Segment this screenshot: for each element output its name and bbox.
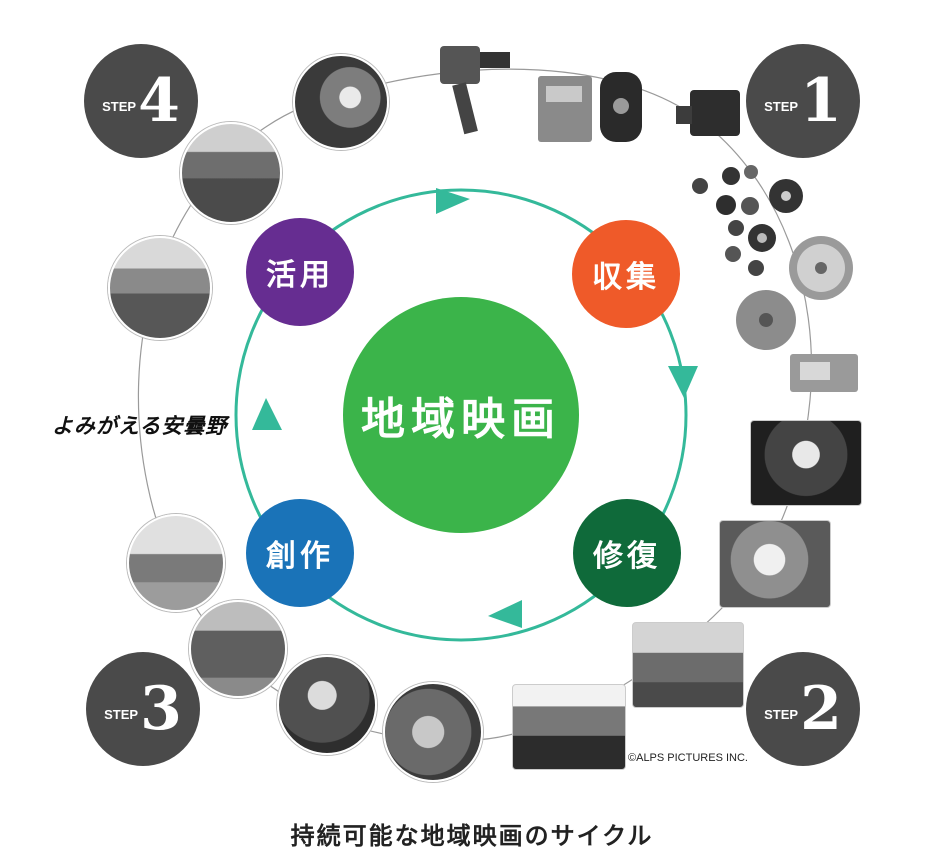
cycle-ring [234, 188, 688, 642]
harmonica-player-photo [383, 682, 483, 782]
phase-restore-label: 修復 [593, 539, 661, 574]
audience-photo-2 [108, 236, 212, 340]
step-2-number: 2 [800, 674, 842, 744]
elderly-couple-photo [277, 655, 377, 755]
film-reels-icon [692, 165, 853, 350]
film-editor-icon [790, 354, 858, 392]
movie-camera-icon [440, 46, 510, 135]
step-3-label: STEP [104, 706, 139, 722]
diagram-caption: 持続可能な地域映画のサイクル [290, 822, 654, 850]
phase-create: 創作 [246, 499, 354, 607]
film-still-crowd [512, 684, 626, 770]
step-1-label: STEP [764, 98, 799, 114]
film-still-field [632, 622, 744, 708]
center-circle: 地域映画 [343, 297, 579, 533]
cycle-arrow-top [436, 188, 470, 214]
step-2-badge: STEP 2 [746, 652, 860, 766]
step-1-number: 1 [800, 66, 842, 136]
phase-utilize-label: 活用 [266, 258, 334, 293]
step-1-badge: STEP 1 [746, 44, 860, 158]
step-4-label: STEP [102, 98, 137, 114]
film-spool-icon [600, 72, 642, 142]
phase-collect: 収集 [572, 220, 680, 328]
film-still-laughing [719, 520, 831, 608]
step-3-badge: STEP 3 [86, 652, 200, 766]
dance-practice-photo [127, 514, 225, 612]
brand-title: よみがえる安曇野 [52, 413, 228, 438]
cycle-arrow-left [252, 398, 282, 430]
phase-create-label: 創作 [266, 539, 334, 574]
step-4-badge: STEP 4 [84, 44, 198, 158]
cycle-arrow-right [668, 366, 698, 398]
copyright-credit: ©ALPS PICTURES INC. [628, 752, 748, 764]
center-label: 地域映画 [361, 394, 561, 445]
phase-collect-label: 収集 [592, 260, 660, 295]
screening-room-photo [293, 54, 389, 150]
audience-photo-1 [180, 122, 282, 224]
phase-utilize: 活用 [246, 218, 354, 326]
step-3-number: 3 [140, 674, 182, 744]
cycle-arrow-bottom [488, 600, 522, 628]
step-2-label: STEP [764, 706, 799, 722]
step-4-number: 4 [138, 66, 180, 136]
film-still-dancer [750, 420, 862, 506]
projector-icon [676, 90, 740, 136]
group-photo [189, 600, 287, 698]
film-cartridge-icon [538, 76, 592, 142]
phase-restore: 修復 [573, 499, 681, 607]
